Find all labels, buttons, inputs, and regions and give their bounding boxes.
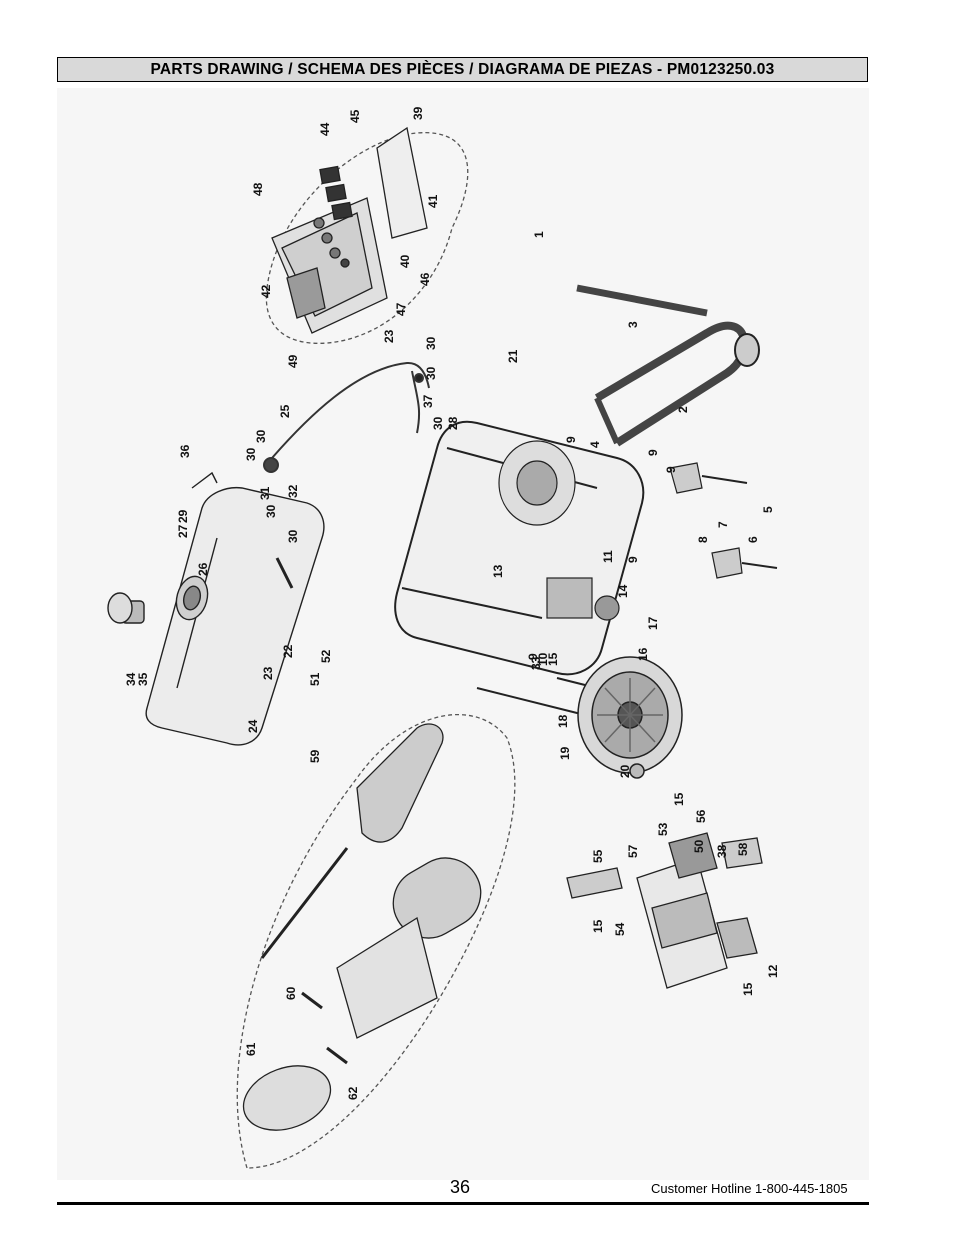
callout-label: 17 — [646, 616, 660, 630]
callout-label: 50 — [692, 839, 706, 853]
muffler-assembly — [566, 832, 763, 989]
callout-label: 29 — [176, 509, 190, 523]
callout-label: 54 — [613, 922, 627, 936]
callout-label: 9 — [526, 653, 540, 660]
wire-harness — [263, 361, 430, 473]
alternator-assembly — [236, 713, 516, 1169]
callout-label: 40 — [398, 254, 412, 268]
callout-label: 59 — [308, 749, 322, 763]
callout-label: 47 — [394, 302, 408, 316]
callout-label: 7 — [716, 521, 730, 528]
callout-label: 6 — [746, 536, 760, 543]
callout-label: 30 — [264, 504, 278, 518]
callout-label: 26 — [196, 562, 210, 576]
callout-label: 39 — [411, 106, 425, 120]
callout-label: 53 — [656, 822, 670, 836]
customer-hotline: Customer Hotline 1-800-445-1805 — [651, 1181, 848, 1196]
callout-label: 41 — [426, 194, 440, 208]
callout-label: 1 — [532, 231, 546, 238]
callout-label: 10 — [536, 652, 550, 666]
callout-label: 14 — [616, 584, 630, 598]
callout-label: 33 — [529, 656, 543, 670]
callout-label: 23 — [261, 666, 275, 680]
callout-label: 36 — [178, 444, 192, 458]
callout-label: 52 — [319, 649, 333, 663]
callout-label: 58 — [736, 842, 750, 856]
callout-label: 12 — [766, 964, 780, 978]
callout-label: 25 — [278, 404, 292, 418]
callout-label: 61 — [244, 1042, 258, 1056]
callout-label: 62 — [346, 1086, 360, 1100]
callout-label: 60 — [284, 986, 298, 1000]
callout-label: 30 — [286, 529, 300, 543]
callout-label: 19 — [558, 746, 572, 760]
callout-label: 42 — [259, 284, 273, 298]
callout-label: 30 — [424, 366, 438, 380]
callout-label: 44 — [318, 122, 332, 136]
callout-label: 34 — [124, 672, 138, 686]
control-panel-assembly — [265, 126, 469, 344]
callout-label: 9 — [626, 556, 640, 563]
callout-labels: 1 2 3 4 5 6 7 8 9 9 9 9 9 10 11 12 13 14… — [124, 106, 780, 1100]
callout-label: 37 — [421, 394, 435, 408]
callout-label: 15 — [672, 792, 686, 806]
callout-label: 9 — [646, 449, 660, 456]
callout-label: 51 — [308, 672, 322, 686]
callout-label: 5 — [761, 506, 775, 513]
callout-label: 30 — [431, 416, 445, 430]
callout-label: 27 — [176, 524, 190, 538]
callout-label: 15 — [546, 652, 560, 666]
callout-label: 57 — [626, 844, 640, 858]
callout-label: 22 — [281, 644, 295, 658]
callout-label: 32 — [286, 484, 300, 498]
callout-label: 35 — [136, 672, 150, 686]
callout-label: 48 — [251, 182, 265, 196]
footer-divider — [57, 1202, 869, 1205]
callout-label: 8 — [696, 536, 710, 543]
foot-mounts — [669, 462, 778, 579]
callout-label: 11 — [601, 550, 615, 563]
callout-label: 16 — [636, 647, 650, 661]
wheel-assembly — [577, 656, 683, 779]
exploded-parts-drawing: 1 2 3 4 5 6 7 8 9 9 9 9 9 10 11 12 13 14… — [57, 88, 869, 1180]
callout-label: 15 — [741, 982, 755, 996]
callout-label: 9 — [664, 466, 678, 473]
engine-assembly — [498, 440, 620, 621]
callout-label: 3 — [626, 321, 640, 328]
callout-label: 23 — [382, 329, 396, 343]
callout-label: 9 — [564, 436, 578, 443]
callout-label: 24 — [246, 719, 260, 733]
callout-label: 31 — [258, 486, 272, 500]
callout-label: 28 — [446, 416, 460, 430]
callout-label: 38 — [715, 844, 729, 858]
callout-label: 30 — [244, 447, 258, 461]
callout-label: 49 — [286, 354, 300, 368]
page-number: 36 — [450, 1177, 471, 1197]
callout-label: 18 — [556, 714, 570, 728]
fuel-tank-assembly — [107, 471, 325, 746]
callout-label: 55 — [591, 849, 605, 863]
callout-label: 4 — [588, 441, 602, 448]
callout-label: 46 — [418, 272, 432, 286]
callout-label: 30 — [254, 429, 268, 443]
callout-label: 20 — [618, 764, 632, 778]
callout-label: 56 — [694, 809, 708, 823]
callout-label: 13 — [491, 564, 505, 578]
callout-label: 2 — [676, 406, 690, 413]
callout-label: 45 — [348, 109, 362, 123]
callout-label: 15 — [591, 919, 605, 933]
callout-label: 30 — [424, 336, 438, 350]
page-title: PARTS DRAWING / SCHEMA DES PIÈCES / DIAG… — [57, 57, 868, 82]
callout-label: 21 — [506, 349, 520, 363]
